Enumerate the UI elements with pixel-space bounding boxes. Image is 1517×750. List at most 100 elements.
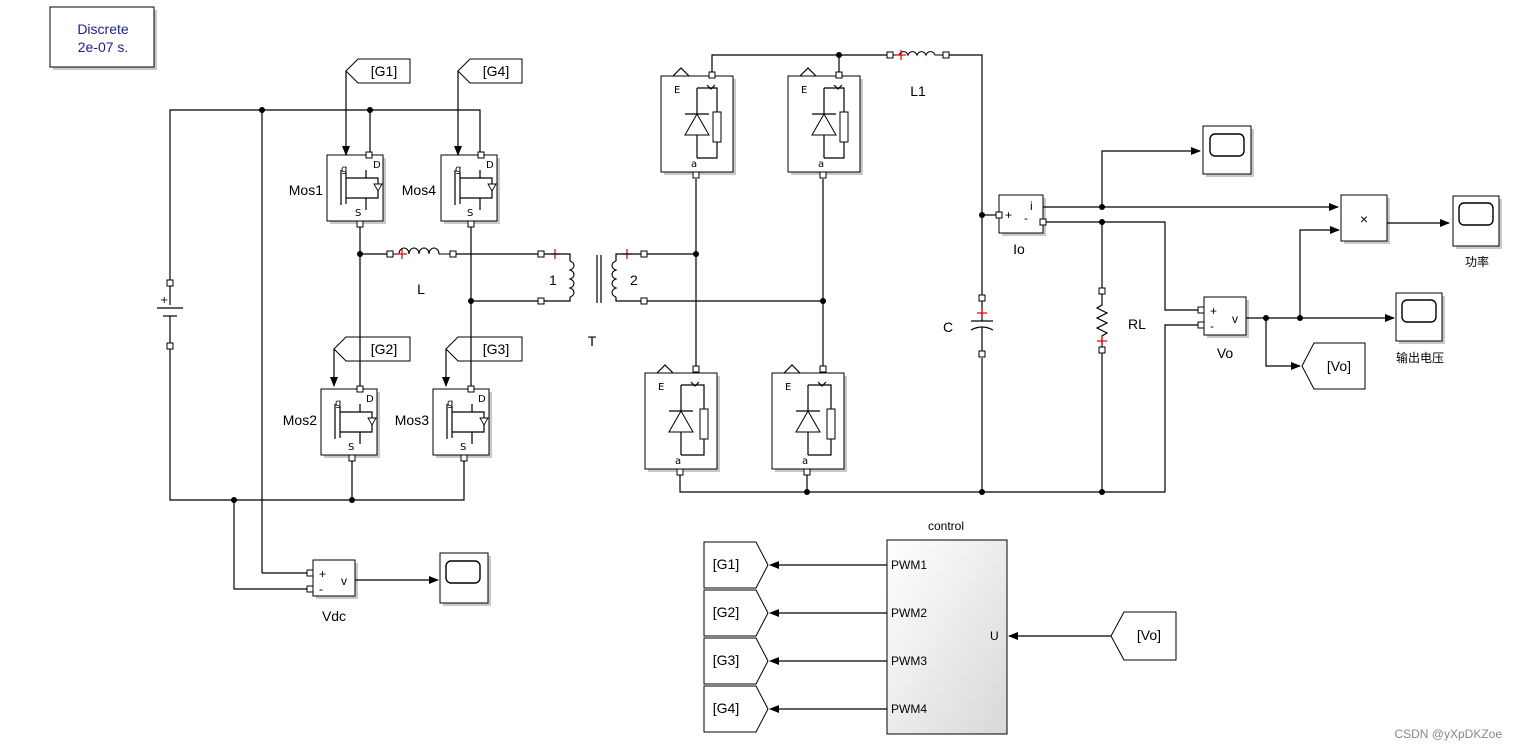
- vo-label: Vo: [1217, 345, 1234, 361]
- pwm1-label: PWM1: [891, 558, 927, 572]
- winding1-label: 1: [549, 272, 557, 288]
- tag-g4-label: [G4]: [483, 63, 509, 79]
- vdc-v-label: v: [341, 574, 347, 588]
- mos1-label: Mos1: [289, 182, 323, 198]
- scope-power[interactable]: 功率: [1452, 195, 1502, 269]
- pwm-tag-g2-label: [G2]: [713, 604, 739, 620]
- mosfet-mos1[interactable]: g D S Mos1: [289, 151, 386, 228]
- a-label: a: [818, 159, 824, 170]
- mos2-d-label: D: [366, 394, 374, 405]
- scope-vdc[interactable]: [439, 552, 491, 606]
- mos4-s-label: S: [467, 208, 473, 219]
- mos2-s-label: S: [348, 442, 354, 453]
- control-wiring: [769, 561, 1111, 713]
- capacitor-c[interactable]: C: [943, 294, 994, 358]
- current-measurement-io[interactable]: + - i Io: [995, 194, 1047, 257]
- diode-module-top-left[interactable]: E a: [660, 67, 736, 179]
- e-label: E: [801, 85, 807, 96]
- vo-wiring: [1246, 314, 1395, 370]
- goto-tag-g1[interactable]: [G1]: [342, 58, 411, 156]
- inductor-l[interactable]: L: [386, 247, 457, 297]
- mosfet-mos4[interactable]: g D S Mos4: [402, 151, 500, 228]
- pwm-tag-g4-label: [G4]: [713, 700, 739, 716]
- pwm4-label: PWM4: [891, 702, 927, 716]
- pwm-tag-g3-label: [G3]: [713, 652, 739, 668]
- from-tag-vo-label: [Vo]: [1137, 627, 1161, 643]
- scope-output-voltage[interactable]: 输出电压: [1395, 292, 1445, 365]
- mos4-label: Mos4: [402, 182, 436, 198]
- resistor-label: RL: [1128, 316, 1146, 332]
- control-subsystem[interactable]: control PWM1 PWM2 PWM3 PWM4 U: [886, 519, 1008, 735]
- rectifier-wiring: [647, 52, 1201, 495]
- io-wiring: [1043, 147, 1339, 492]
- mos4-g-label: g: [455, 164, 461, 175]
- goto-tag-pwm-g2[interactable]: [G2]: [703, 589, 769, 637]
- product-wiring: [1299, 219, 1450, 318]
- goto-tag-pwm-g3[interactable]: [G3]: [703, 637, 769, 685]
- scope-output-voltage-label: 输出电压: [1396, 350, 1444, 365]
- product-symbol: ×: [1360, 211, 1368, 227]
- a-label: a: [675, 456, 681, 467]
- a-label: a: [691, 159, 697, 170]
- goto-tag-g3[interactable]: [G3]: [442, 336, 523, 387]
- diode-module-bottom-left[interactable]: E a: [644, 364, 720, 476]
- tag-g2-label: [G2]: [371, 341, 397, 357]
- mos1-g-label: g: [341, 164, 347, 175]
- mos4-d-label: D: [486, 160, 494, 171]
- goto-tag-g2[interactable]: [G2]: [330, 336, 411, 387]
- mos3-d-label: D: [478, 394, 486, 405]
- pwm2-label: PWM2: [891, 606, 927, 620]
- transformer-label: T: [588, 333, 597, 349]
- inductor-l-label: L: [417, 281, 425, 297]
- goto-tag-vo-top[interactable]: [Vo]: [1301, 342, 1366, 390]
- winding2-label: 2: [630, 272, 638, 288]
- voltage-measurement-vo[interactable]: + - v Vo: [1197, 296, 1249, 361]
- goto-tag-g4[interactable]: [G4]: [454, 58, 523, 156]
- watermark-text: CSDN @yXpDKZoe: [1394, 727, 1502, 741]
- scope-power-label: 功率: [1465, 254, 1489, 269]
- pwm3-label: PWM3: [891, 654, 927, 668]
- product-block[interactable]: ×: [1340, 194, 1390, 244]
- scope-io[interactable]: [1202, 125, 1254, 177]
- goto-tag-pwm-g4[interactable]: [G4]: [703, 685, 769, 733]
- vo-minus-label: -: [1210, 319, 1214, 333]
- pwm-tag-g1-label: [G1]: [713, 556, 739, 572]
- tag-vo-top-label: [Vo]: [1327, 358, 1351, 374]
- solver-line1: Discrete: [77, 21, 129, 37]
- resistor-rl[interactable]: RL: [1095, 287, 1146, 354]
- vo-v-label: v: [1232, 312, 1238, 326]
- powergui-solver-block[interactable]: Discrete 2e-07 s.: [49, 6, 157, 70]
- diode-module-top-right[interactable]: E a: [787, 67, 863, 179]
- vo-plus-label: +: [1210, 304, 1217, 318]
- tag-g3-label: [G3]: [483, 341, 509, 357]
- e-label: E: [658, 382, 664, 393]
- dc-bus-wiring: [169, 107, 481, 590]
- io-plus-label: +: [1005, 208, 1012, 222]
- mosfet-mos3[interactable]: g D S Mos3: [395, 385, 492, 462]
- mos2-g-label: g: [335, 398, 341, 409]
- io-minus-label: -: [1024, 211, 1028, 225]
- inductor-l1[interactable]: L1: [886, 50, 950, 99]
- mos3-g-label: g: [447, 398, 453, 409]
- vdc-plus-label: +: [319, 567, 326, 581]
- solver-line2: 2e-07 s.: [78, 39, 129, 55]
- a-label: a: [802, 456, 808, 467]
- voltage-measurement-vdc[interactable]: + - v Vdc: [306, 559, 439, 624]
- mos3-label: Mos3: [395, 412, 429, 428]
- mos3-s-label: S: [460, 442, 466, 453]
- transformer-t[interactable]: 1 2 T: [537, 249, 648, 349]
- e-label: E: [674, 85, 680, 96]
- inductor-l1-label: L1: [910, 83, 926, 99]
- vdc-minus-label: -: [319, 582, 323, 596]
- io-label: Io: [1013, 241, 1025, 257]
- goto-tag-pwm-g1[interactable]: [G1]: [703, 541, 769, 589]
- u-label: U: [990, 629, 999, 643]
- diode-module-bottom-right[interactable]: E a: [771, 364, 847, 476]
- mosfet-mos2[interactable]: g D S Mos2: [283, 385, 380, 462]
- bridge-midpoint-wiring: [357, 227, 538, 386]
- control-title: control: [928, 519, 964, 533]
- mos2-label: Mos2: [283, 412, 317, 428]
- dc-voltage-source[interactable]: +: [157, 279, 183, 350]
- e-label: E: [785, 382, 791, 393]
- from-tag-vo[interactable]: [Vo]: [1110, 611, 1177, 661]
